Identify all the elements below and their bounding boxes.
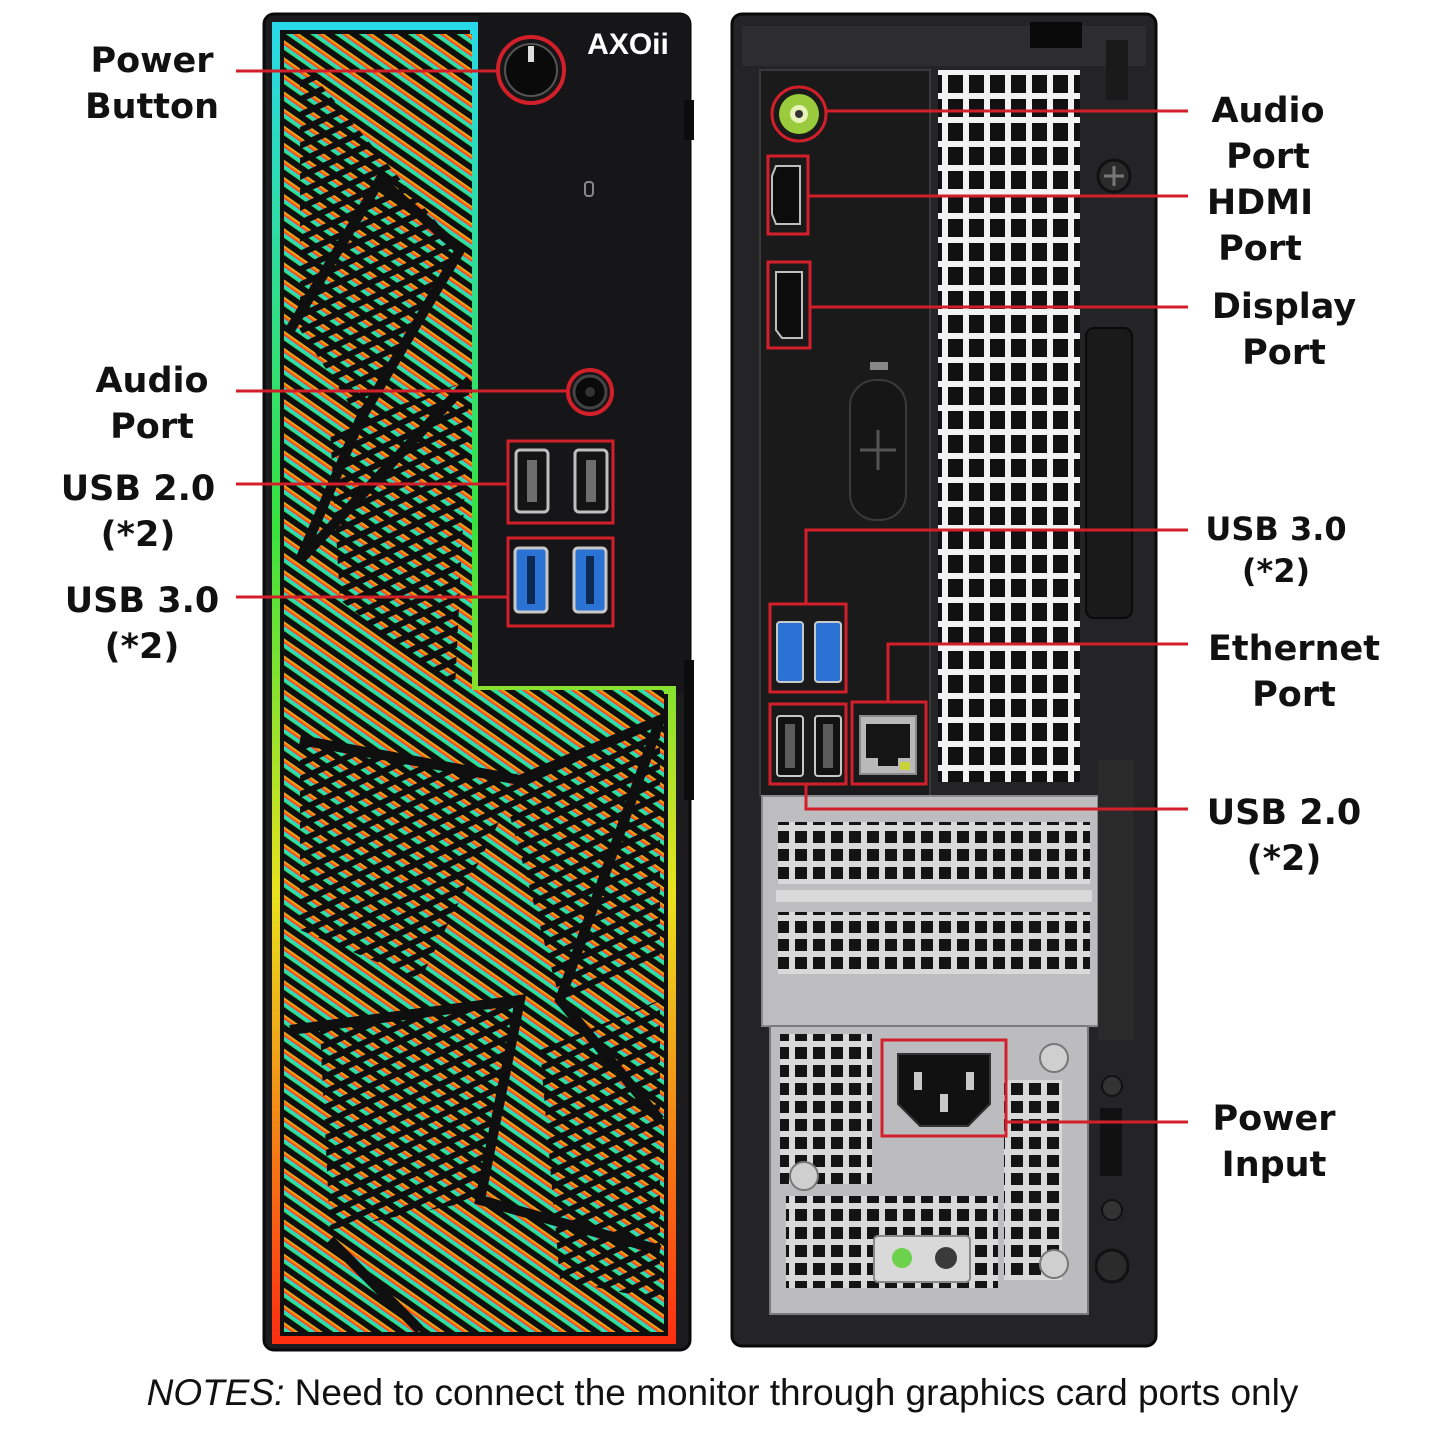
notes-text: Need to connect the monitor through grap… xyxy=(294,1372,1299,1413)
label-rear-usb2: USB 2.0(*2) xyxy=(1206,793,1362,879)
back-vent-grille xyxy=(938,70,1080,782)
label-front-usb3: USB 3.0(*2) xyxy=(64,581,220,667)
notes-label: NOTES: xyxy=(146,1372,285,1413)
drive-activity-icon xyxy=(584,181,594,197)
hdmi-port[interactable] xyxy=(766,154,810,236)
label-rear-usb3: USB 3.0(*2) xyxy=(1205,510,1347,590)
notes-line: NOTES: Need to connect the monitor throu… xyxy=(0,1372,1445,1414)
callout-line-rear-usb3 xyxy=(804,528,1188,604)
serial-port-cover xyxy=(849,362,907,521)
side-latch xyxy=(1085,40,1133,619)
callout-line-rear-usb2 xyxy=(804,784,1188,811)
front-audio-port[interactable] xyxy=(566,368,614,416)
front-usb2-ports[interactable] xyxy=(506,439,615,525)
rear-audio-port[interactable] xyxy=(770,85,828,143)
power-input-socket[interactable] xyxy=(880,1038,1008,1138)
callout-line-ethernet xyxy=(886,642,1188,702)
display-port[interactable] xyxy=(766,260,812,350)
front-usb3-ports[interactable] xyxy=(506,536,615,628)
security-slot xyxy=(1094,1075,1130,1284)
axoii-logo: AXOii xyxy=(587,28,669,61)
power-button[interactable] xyxy=(496,35,566,105)
label-front-usb2: USB 2.0(*2) xyxy=(60,469,216,555)
callout-lines xyxy=(236,69,1188,1124)
rear-usb2-ports[interactable] xyxy=(768,702,848,786)
svg-text:AXOii: AXOii xyxy=(587,28,669,61)
rear-usb3-ports[interactable] xyxy=(768,602,848,694)
rear-screw xyxy=(1096,158,1132,194)
expansion-slots xyxy=(761,760,1134,1040)
